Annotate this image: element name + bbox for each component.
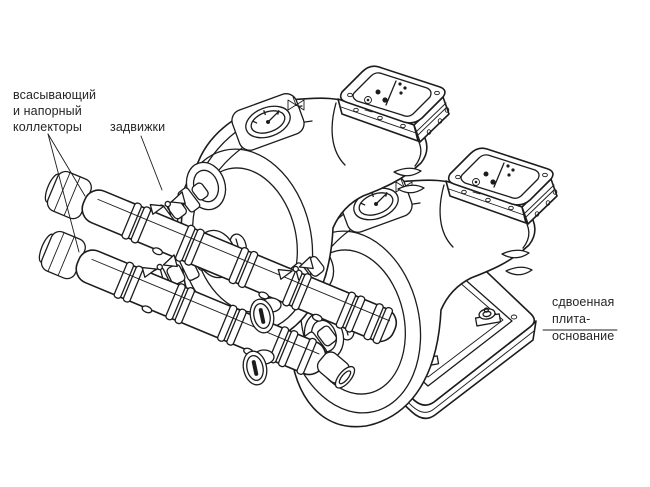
label-baseplate: сдвоенная плита-основание	[552, 295, 615, 343]
suction-manifold	[38, 230, 327, 376]
label-manifolds: всасывающий и напорный коллекторы	[13, 88, 97, 134]
leader-manifolds-2	[47, 133, 80, 253]
leader-manifolds-1	[47, 133, 86, 197]
gate-valve-knob	[239, 348, 275, 388]
pump-clamp	[474, 307, 502, 327]
leader-lines	[47, 133, 618, 331]
drain-elbow	[316, 351, 356, 389]
label-valves: задвижки	[110, 120, 166, 134]
leader-valves	[140, 135, 163, 191]
manifold-flanges	[121, 202, 394, 345]
discharge-manifold	[44, 170, 398, 345]
manifold-flanges	[113, 261, 317, 375]
